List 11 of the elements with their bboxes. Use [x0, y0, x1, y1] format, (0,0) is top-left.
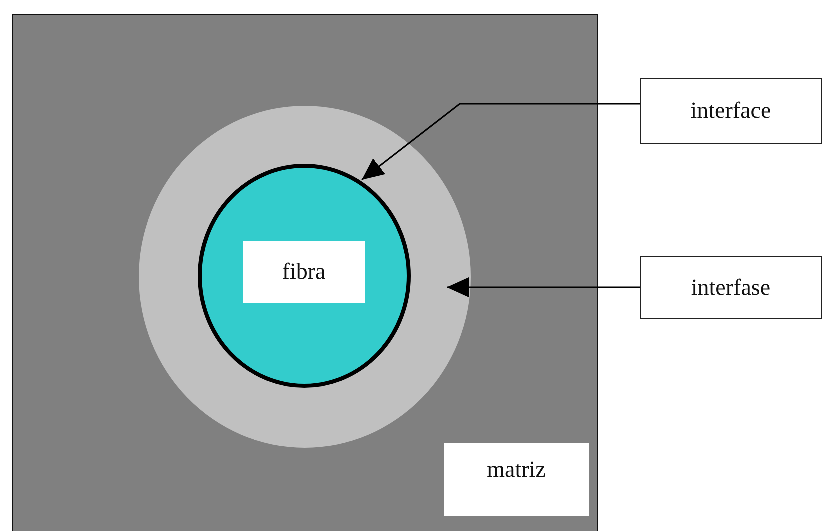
label-box	[640, 78, 822, 144]
label-text: interface	[690, 98, 772, 124]
matrix-square	[12, 14, 598, 531]
label-text: interfase	[691, 274, 771, 300]
leader-arrow	[447, 278, 640, 298]
label-patch	[444, 443, 589, 516]
label-text: matriz	[487, 457, 546, 483]
leader-arrow	[362, 103, 640, 181]
label-patch	[243, 241, 365, 303]
label-text: fibra	[282, 259, 326, 285]
label-box	[640, 256, 822, 319]
